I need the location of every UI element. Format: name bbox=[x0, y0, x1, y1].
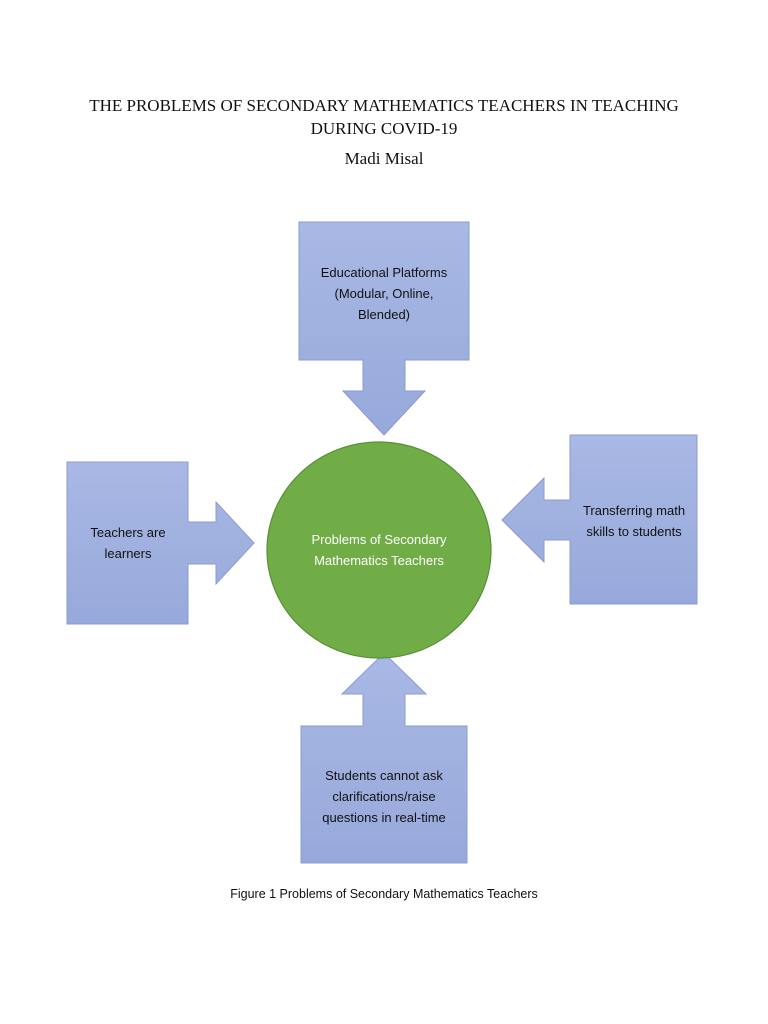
bottom-callout-label: Students cannot ask clarifications/raise… bbox=[322, 767, 446, 825]
center-circle bbox=[266, 441, 492, 659]
top-callout-label: Educational Platforms (Modular, Online, … bbox=[320, 264, 448, 322]
right-callout-label: Transferring math skills to students bbox=[582, 503, 686, 539]
bottom-callout-shape bbox=[300, 652, 468, 864]
left-callout-label: Teachers are learners bbox=[90, 525, 166, 561]
center-label: Problems of Secondary Mathematics Teache… bbox=[311, 532, 447, 568]
right-callout-shape bbox=[501, 434, 698, 605]
top-callout-shape bbox=[298, 221, 470, 436]
document-title: THE PROBLEMS OF SECONDARY MATHEMATICS TE… bbox=[89, 96, 679, 138]
author-name: Madi Misal bbox=[344, 149, 424, 168]
left-callout-shape bbox=[66, 461, 255, 625]
figure-caption: Figure 1 Problems of Secondary Mathemati… bbox=[230, 887, 538, 901]
